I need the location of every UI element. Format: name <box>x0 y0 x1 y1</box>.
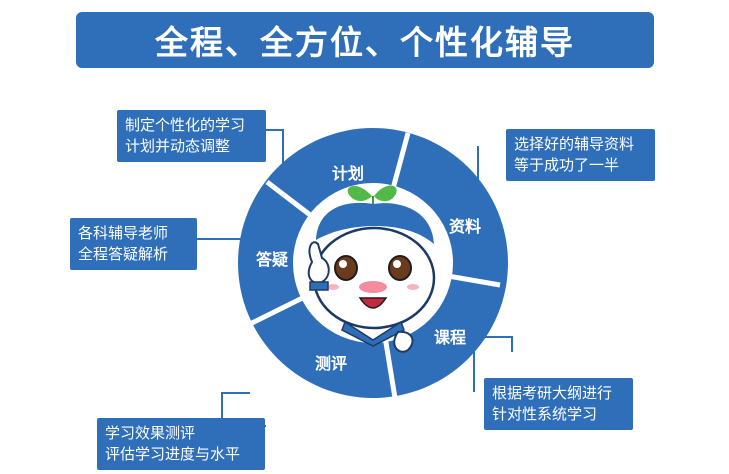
segment-label-eval: 测评 <box>314 354 348 373</box>
callout-qa-line1: 各科辅导老师 <box>78 224 169 242</box>
connector-course <box>473 336 513 392</box>
callout-qa-line2: 全程答疑解析 <box>78 245 169 263</box>
callout-course-line1: 根据考研大纲进行 <box>492 384 613 402</box>
callout-eval-line2: 评估学习进度与水平 <box>105 445 241 463</box>
callout-qa: 各科辅导老师 全程答疑解析 <box>70 218 197 270</box>
callout-course: 根据考研大纲进行 针对性系统学习 <box>484 378 633 430</box>
mascot-icon <box>307 185 436 353</box>
segment-label-course: 课程 <box>433 328 467 347</box>
segment-label-materials: 资料 <box>448 217 482 236</box>
callout-eval-line1: 学习效果测评 <box>105 424 196 442</box>
connector-plan <box>266 129 284 166</box>
segment-label-plan: 计划 <box>331 164 365 183</box>
callout-plan-line1: 制定个性化的学习 <box>125 116 246 134</box>
callout-plan-line2: 计划并动态调整 <box>125 137 231 155</box>
segment-label-qa: 答疑 <box>255 250 289 269</box>
callout-materials: 选择好的辅导资料 等于成功了一半 <box>506 129 655 181</box>
page-title: 全程、全方位、个性化辅导 <box>76 12 654 68</box>
callout-plan: 制定个性化的学习 计划并动态调整 <box>117 110 266 162</box>
callout-materials-line1: 选择好的辅导资料 <box>514 135 635 153</box>
callout-eval: 学习效果测评 评估学习进度与水平 <box>97 418 265 470</box>
callout-course-line2: 针对性系统学习 <box>492 405 598 423</box>
callout-materials-line2: 等于成功了一半 <box>514 156 620 174</box>
